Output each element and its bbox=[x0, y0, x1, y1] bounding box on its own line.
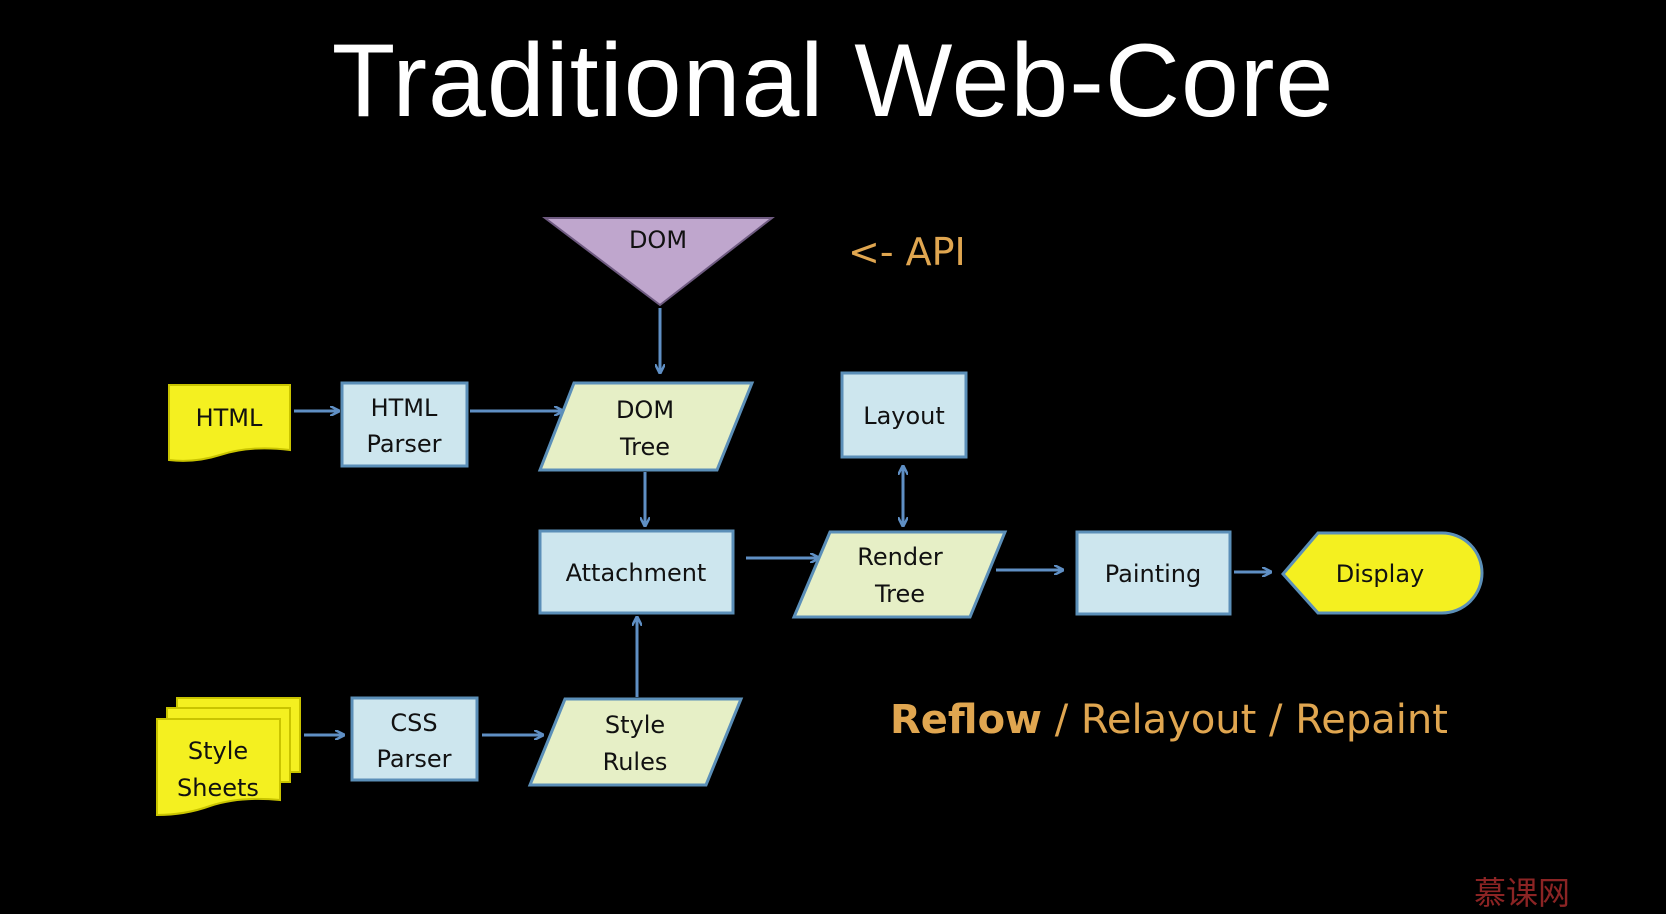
css-parser-label-1: CSS bbox=[390, 709, 437, 737]
layout-label: Layout bbox=[863, 402, 945, 430]
reflow-bold: Reflow bbox=[890, 697, 1043, 743]
render-tree-label-1: Render bbox=[857, 543, 943, 571]
attachment-label: Attachment bbox=[566, 559, 707, 587]
css-parser-node: CSS Parser bbox=[350, 696, 479, 782]
html-parser-label-2: Parser bbox=[366, 430, 441, 458]
layout-node: Layout bbox=[840, 371, 968, 459]
painting-label: Painting bbox=[1105, 560, 1202, 588]
style-rules-label-2: Rules bbox=[603, 748, 668, 776]
css-parser-label-2: Parser bbox=[376, 745, 451, 773]
reflow-caption: Reflow / Relayout / Repaint bbox=[890, 697, 1448, 743]
style-sheets-node: Style Sheets bbox=[156, 697, 301, 817]
watermark-logo: 慕课网 bbox=[1474, 874, 1571, 912]
dom-tree-node: DOM Tree bbox=[537, 381, 755, 472]
html-parser-node: HTML Parser bbox=[340, 381, 469, 468]
painting-node: Painting bbox=[1075, 530, 1232, 616]
dom-node: DOM bbox=[542, 217, 775, 307]
html-parser-label-1: HTML bbox=[371, 394, 438, 422]
render-tree-node: Render Tree bbox=[791, 530, 1008, 619]
render-tree-label-2: Tree bbox=[874, 580, 925, 608]
style-sheets-label-1: Style bbox=[188, 737, 248, 765]
reflow-rest: / Relayout / Repaint bbox=[1042, 697, 1448, 743]
dom-tree-label-2: Tree bbox=[619, 433, 670, 461]
html-label: HTML bbox=[196, 404, 263, 432]
api-note: <- API bbox=[848, 230, 966, 274]
html-document-node: HTML bbox=[168, 384, 291, 462]
style-sheets-label-2: Sheets bbox=[177, 774, 259, 802]
attachment-node: Attachment bbox=[538, 529, 735, 615]
style-rules-label-1: Style bbox=[605, 711, 665, 739]
display-node: Display bbox=[1281, 531, 1484, 615]
dom-tree-label-1: DOM bbox=[616, 396, 674, 424]
display-label: Display bbox=[1336, 560, 1424, 588]
dom-label: DOM bbox=[629, 226, 687, 254]
style-rules-node: Style Rules bbox=[527, 697, 744, 787]
slide-title: Traditional Web-Core bbox=[331, 23, 1335, 139]
